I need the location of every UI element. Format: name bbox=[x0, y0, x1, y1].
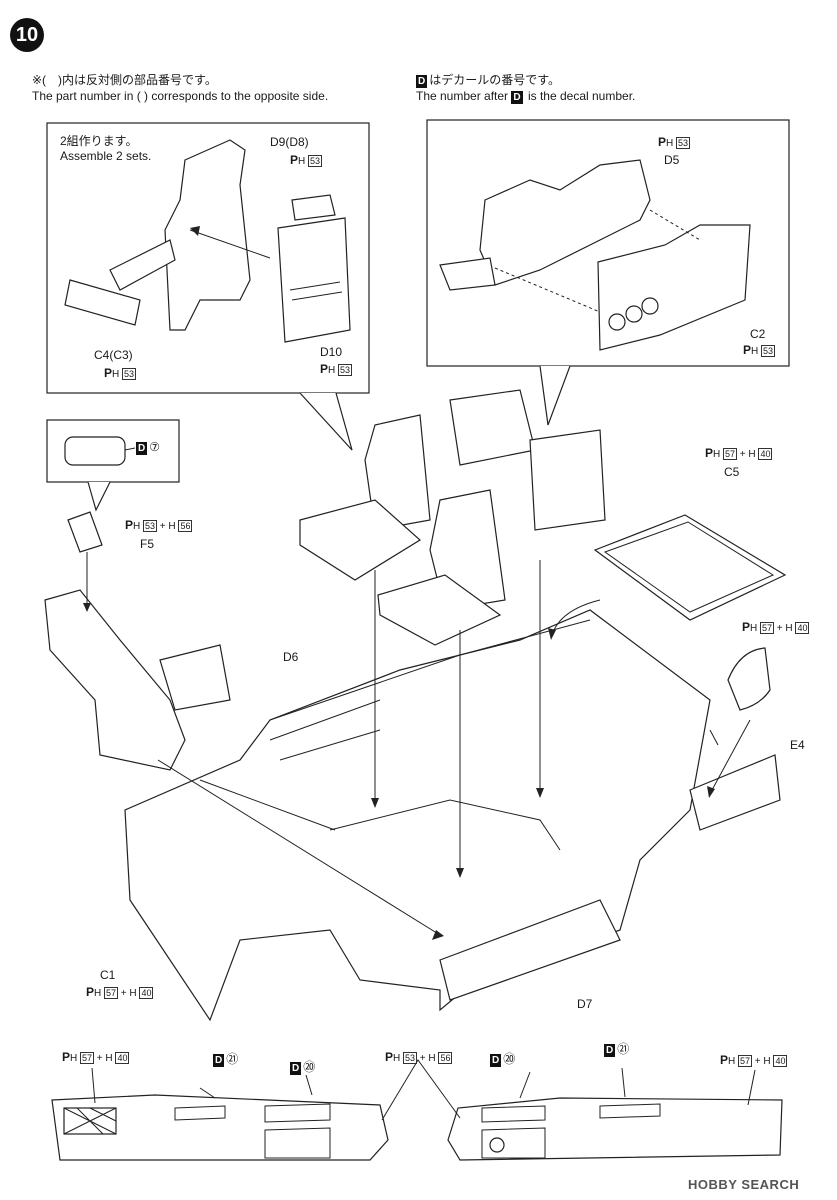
paint-box: 57 bbox=[760, 622, 775, 634]
paint-box: 53 bbox=[308, 155, 323, 167]
paint-box: 53 bbox=[676, 137, 691, 149]
paint-box: 57 bbox=[723, 448, 738, 460]
decal-shape bbox=[64, 436, 126, 466]
assemble-note: 2組作ります。 Assemble 2 sets. bbox=[60, 134, 151, 164]
paint-box: 40 bbox=[139, 987, 154, 999]
label-part-c5: C5 bbox=[724, 465, 740, 479]
paint-code-d5: PH 53 bbox=[658, 135, 691, 149]
decal-badge: D bbox=[604, 1044, 616, 1057]
assemble-jp: 2組作ります。 bbox=[60, 134, 138, 148]
bottom-panels-drawing bbox=[51, 1059, 783, 1161]
paint-code-d10: PH 53 bbox=[320, 362, 353, 376]
paint-box: 40 bbox=[115, 1052, 130, 1064]
paint-code-c4: PH 53 bbox=[104, 366, 137, 380]
label-part-c2: C2 bbox=[750, 327, 766, 341]
decal-number: ⑳ bbox=[503, 1052, 516, 1066]
paint-box: 56 bbox=[178, 520, 193, 532]
decal-inset-frame bbox=[46, 419, 180, 483]
paint-box: 57 bbox=[104, 987, 119, 999]
paint-box: 57 bbox=[80, 1052, 95, 1064]
paint-code-e4: PH 57 + H 40 bbox=[742, 620, 810, 634]
paint-code-c1: PH 57 + H 40 bbox=[86, 985, 154, 999]
panel-right-frame bbox=[426, 119, 790, 367]
label-part-d10: D10 bbox=[320, 345, 343, 359]
label-part-d7: D7 bbox=[577, 997, 593, 1011]
paint-code-c2: PH 53 bbox=[743, 343, 776, 357]
decal-number: ㉑ bbox=[617, 1042, 630, 1056]
note-right-en-b: is the decal number. bbox=[527, 89, 636, 103]
part-c5-shape bbox=[593, 514, 787, 621]
decal-badge: D bbox=[416, 75, 428, 88]
label-part-e4: E4 bbox=[790, 738, 805, 752]
panel-right-callout bbox=[539, 365, 571, 426]
label-part-d5: D5 bbox=[664, 153, 680, 167]
rear-bench-drawing bbox=[439, 159, 751, 351]
paint-code-bottom-left: PH 57 + H 40 bbox=[62, 1050, 130, 1064]
assemble-en: Assemble 2 sets. bbox=[60, 149, 152, 163]
part-e4-shape bbox=[727, 647, 771, 711]
panel-left-frame bbox=[46, 122, 370, 394]
paint-code-bottom-right: PH 57 + H 40 bbox=[720, 1053, 788, 1067]
panel-left-callout bbox=[299, 392, 353, 451]
decal-number: ㉑ bbox=[226, 1052, 239, 1066]
decal-number: ⑳ bbox=[303, 1060, 316, 1074]
paint-box: 56 bbox=[438, 1052, 453, 1064]
paint-code-bottom-mid: PH 53 + H 56 bbox=[385, 1050, 453, 1064]
watermark: HOBBY SEARCH bbox=[688, 1177, 800, 1192]
paint-box: 40 bbox=[795, 622, 810, 634]
decal-badge: D bbox=[213, 1054, 225, 1067]
label-part-c4: C4(C3) bbox=[94, 348, 133, 362]
decal-badge: D bbox=[490, 1054, 502, 1067]
decal-number: ⑦ bbox=[149, 440, 160, 454]
paint-box: 53 bbox=[403, 1052, 418, 1064]
paint-code-c5: PH 57 + H 40 bbox=[705, 446, 773, 460]
note-right-en-a: The number after bbox=[416, 89, 509, 103]
decal-badge: D bbox=[136, 442, 148, 455]
seat-back-panel-drawing bbox=[277, 194, 351, 343]
note-left: ※( )内は反対側の部品番号です。 The part number in ( )… bbox=[32, 72, 328, 104]
decal-badge-inline: D bbox=[511, 91, 523, 104]
decal-badge: D bbox=[290, 1062, 302, 1075]
paint-box: 53 bbox=[338, 364, 353, 376]
label-part-d6: D6 bbox=[283, 650, 299, 664]
assembly-arrows bbox=[83, 552, 751, 940]
label-part-f5: F5 bbox=[140, 537, 155, 551]
paint-box: 40 bbox=[758, 448, 773, 460]
paint-box: 40 bbox=[773, 1055, 788, 1067]
label-part-c1: C1 bbox=[100, 968, 116, 982]
paint-box: 53 bbox=[122, 368, 137, 380]
note-right-jp: はデカールの番号です。 bbox=[429, 73, 561, 87]
paint-box: 53 bbox=[143, 520, 158, 532]
paint-box: 57 bbox=[738, 1055, 753, 1067]
paint-code-f5: PH 53 + H 56 bbox=[125, 518, 193, 532]
front-seats-drawing bbox=[299, 389, 606, 646]
paint-box: 53 bbox=[761, 345, 776, 357]
seat-frame-drawing bbox=[64, 139, 271, 331]
paint-code-d9: PH 53 bbox=[290, 153, 323, 167]
note-left-en: The part number in ( ) corresponds to th… bbox=[32, 89, 329, 103]
step-number-badge: 10 bbox=[10, 18, 44, 52]
label-part-d9: D9(D8) bbox=[270, 135, 309, 149]
note-left-jp: ※( )内は反対側の部品番号です。 bbox=[32, 73, 217, 87]
part-f5-shape bbox=[67, 511, 103, 553]
dashboard-drawing bbox=[44, 589, 231, 771]
